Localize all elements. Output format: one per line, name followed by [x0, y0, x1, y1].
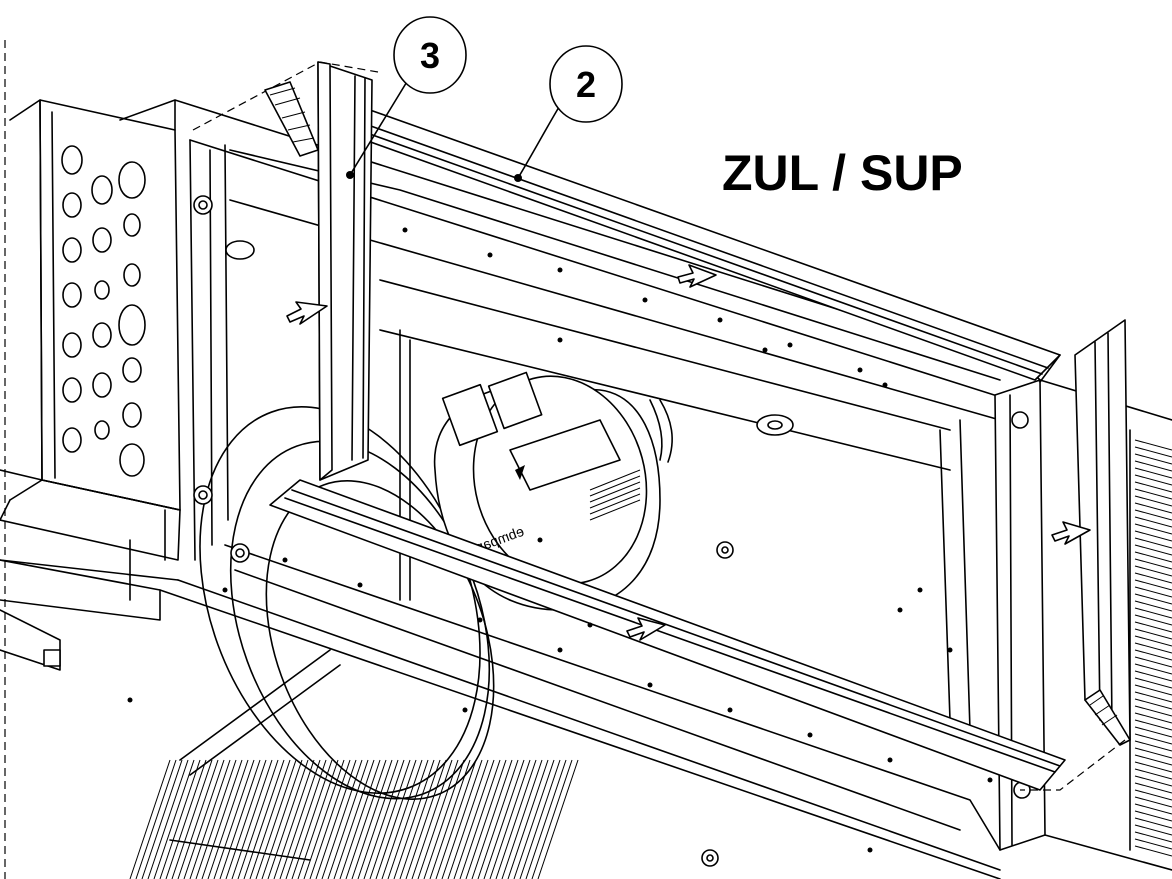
perforated-side-panel [0, 99, 181, 521]
airflow-arrow [1051, 521, 1091, 545]
panel-hole [62, 377, 82, 403]
panel-hole [62, 427, 82, 453]
panel-hole [62, 237, 82, 263]
lower-left-housing [0, 469, 181, 671]
callout-3-label: 3 [420, 35, 440, 76]
panel-hole [92, 227, 112, 253]
callout-2: 2 [549, 45, 623, 123]
right-frame [994, 379, 1172, 871]
panel-hole [94, 420, 110, 440]
right-louver-lines [1134, 439, 1172, 857]
panel-hole [118, 161, 146, 199]
airflow-title: ZUL / SUP [722, 145, 963, 201]
panel-holes [61, 145, 146, 477]
callout-2-label: 2 [576, 64, 596, 105]
panel-hole [62, 332, 82, 358]
panel-hole [91, 175, 113, 205]
leader-lines [346, 79, 563, 182]
vertical-rail-part-3 [264, 61, 373, 481]
leader-line-2 [517, 101, 563, 179]
panel-hole [92, 322, 112, 348]
fixing-bolts [193, 195, 794, 867]
panel-hole [123, 213, 141, 237]
panel-hole [94, 280, 110, 300]
panel-hole [122, 402, 142, 428]
panel-hole [61, 145, 83, 175]
airflow-arrow [677, 264, 717, 288]
panel-hole [123, 263, 141, 287]
leader-line-3 [349, 79, 409, 176]
airflow-arrows [286, 264, 1091, 641]
fan-motor: ebmpapst [433, 371, 673, 611]
panel-hole [62, 282, 82, 308]
rivet-dots [127, 227, 993, 853]
panel-hole [92, 372, 112, 398]
panel-hole [118, 304, 146, 346]
right-vertical-rail [1020, 319, 1131, 791]
panel-hole [62, 192, 82, 218]
callout-3: 3 [393, 16, 467, 94]
panel-hole [119, 443, 145, 477]
bottom-rail [0, 479, 1066, 879]
motor-fins [589, 469, 641, 521]
airflow-arrow [626, 617, 666, 641]
bottom-filter-mesh [129, 759, 579, 879]
airflow-arrow [286, 301, 328, 325]
panel-hole [122, 357, 142, 383]
